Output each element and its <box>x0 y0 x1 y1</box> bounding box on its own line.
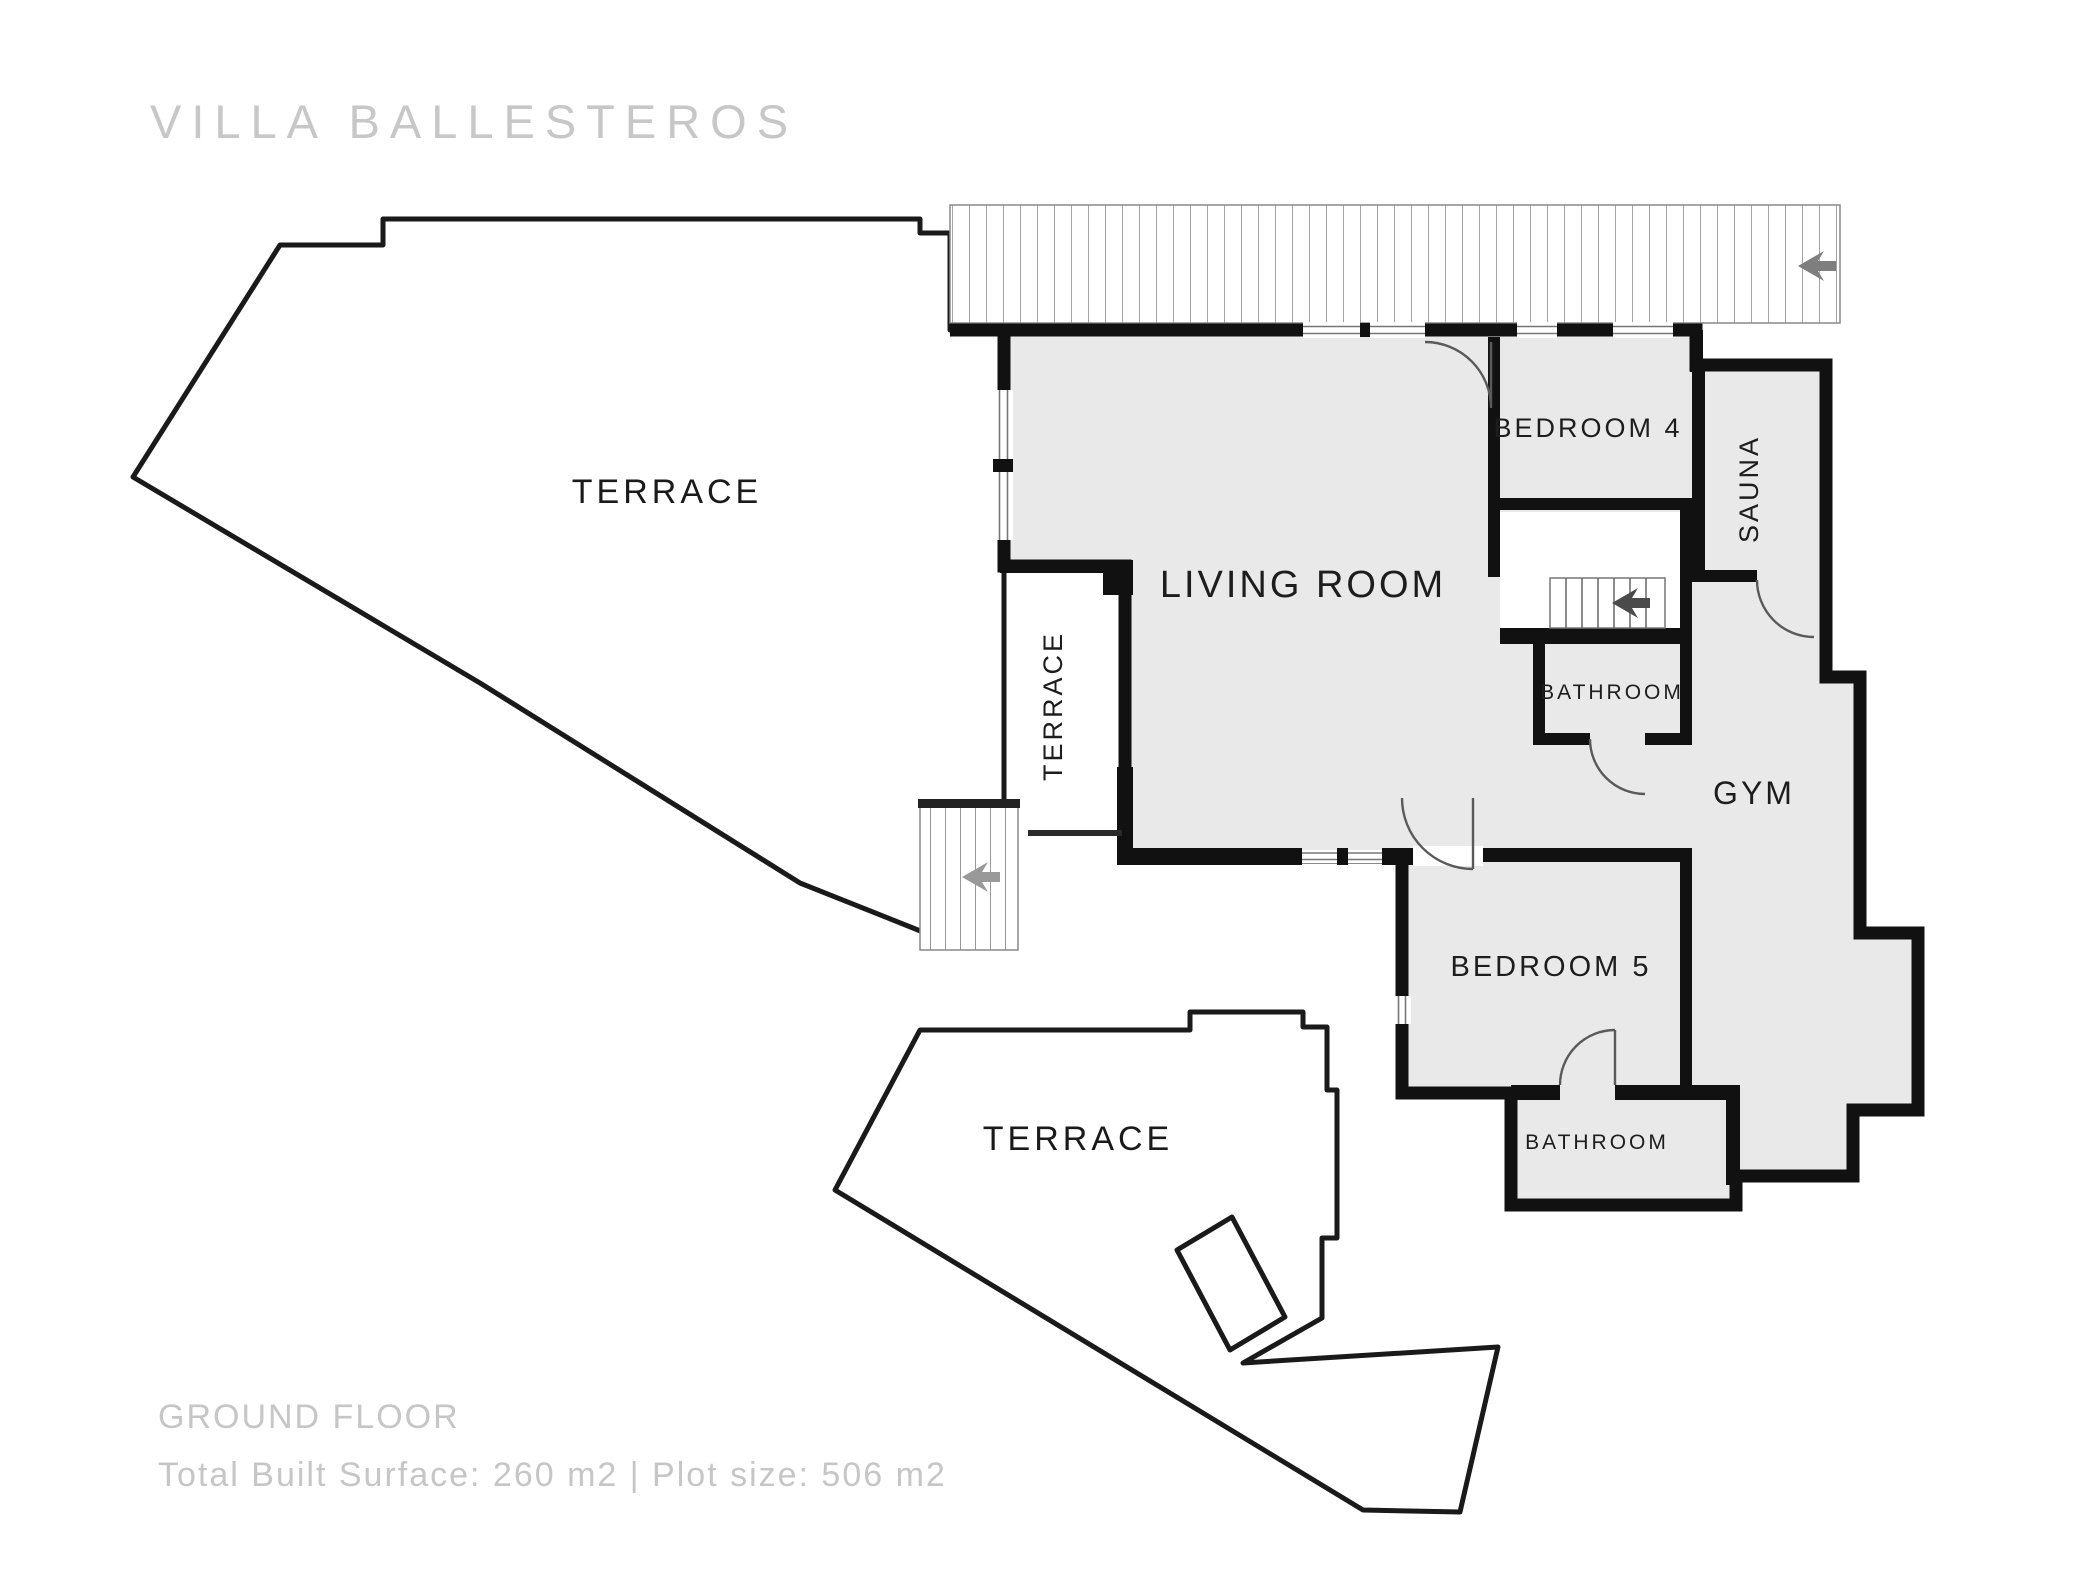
terrace-inner: TERRACE <box>1028 631 1122 836</box>
entry-steps <box>918 799 1020 951</box>
main-stairs <box>1500 512 1680 629</box>
floor-label: GROUND FLOOR <box>158 1398 460 1436</box>
bathroom-upper-label: BATHROOM <box>1540 681 1684 704</box>
terrace-bottom-label: TERRACE <box>983 1120 1173 1158</box>
living-room-label: LIVING ROOM <box>1160 564 1446 606</box>
deck-strip <box>949 204 1841 324</box>
doors <box>1400 340 1815 1086</box>
page-title: VILLA BALLESTEROS <box>150 95 798 148</box>
terrace-bottom-steps-outline <box>1174 1214 1288 1353</box>
bedroom4-label: BEDROOM 4 <box>1493 413 1682 443</box>
terrace-left-outline <box>130 216 1007 935</box>
bedroom5-label: BEDROOM 5 <box>1450 951 1651 983</box>
terrace-inner-label: TERRACE <box>1038 631 1068 781</box>
windows <box>993 322 1673 1024</box>
surface-plot-label: Total Built Surface: 260 m2 | Plot size:… <box>158 1456 947 1494</box>
terrace-left-label: TERRACE <box>572 473 762 511</box>
terrace-bottom-outline <box>832 1009 1501 1515</box>
bathroom-lower-label: BATHROOM <box>1525 1131 1669 1154</box>
gym-label: GYM <box>1713 775 1795 811</box>
sauna-label: SAUNA <box>1734 435 1764 543</box>
